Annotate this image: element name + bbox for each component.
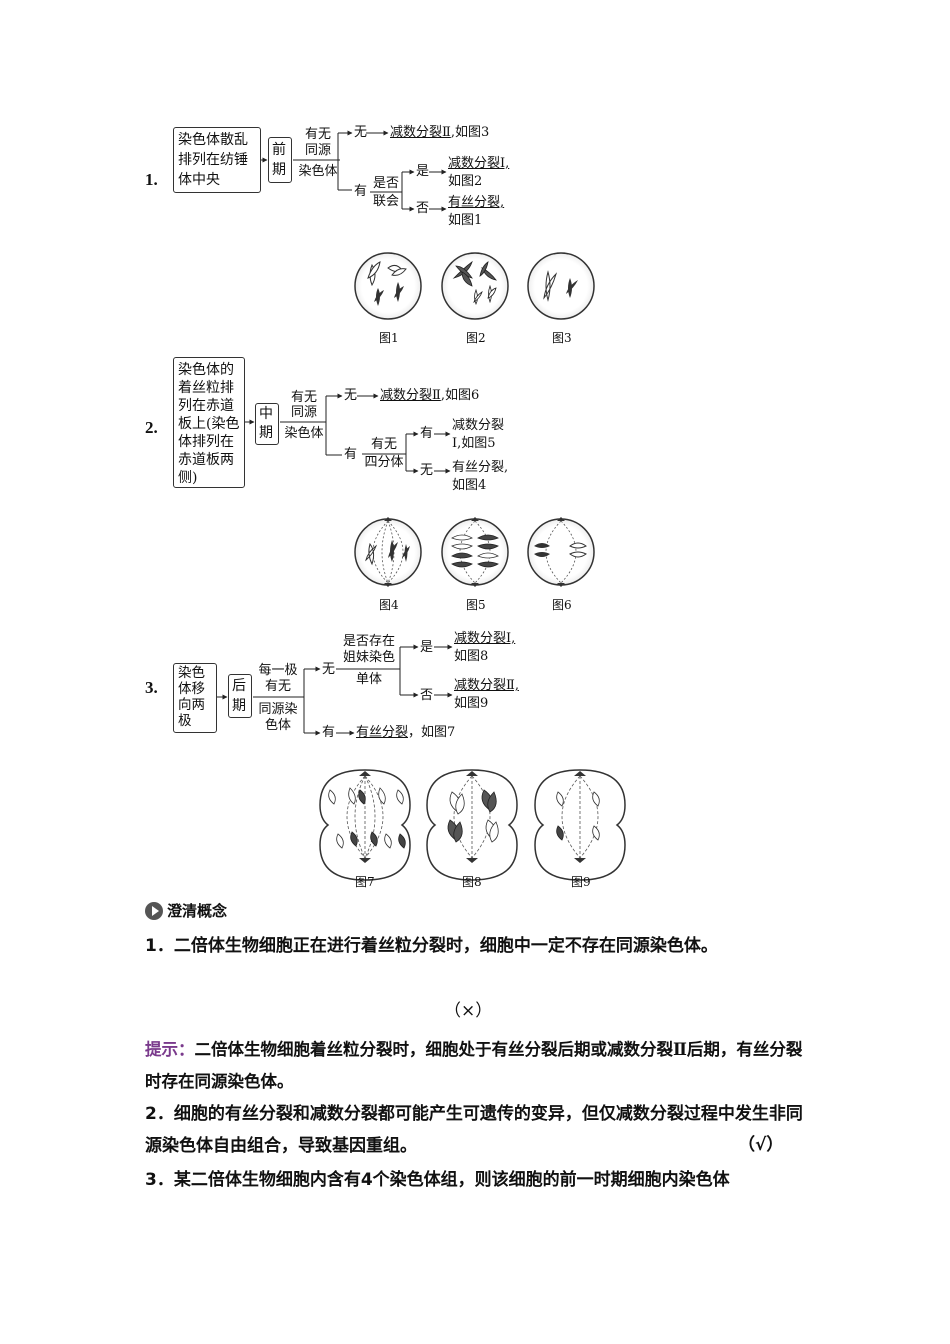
branch-yes: 有 [322,725,336,740]
cell-figure-8 [426,769,518,881]
cell-figure-4 [354,517,422,587]
question2-line-3: 单体 [355,672,382,687]
hint-paragraph: 提示：二倍体生物细胞着丝粒分裂时，细胞处于有丝分裂后期或减数分裂Ⅱ后期，有丝分裂… [145,1034,805,1098]
figure-caption: 图2 [466,331,486,345]
item-number: 1. [145,170,158,189]
feature-box: 染色体移向两极 [173,663,217,733]
phase-box: 后期 [228,674,252,718]
question2-line-2: 四分体 [364,455,404,470]
question-line-1: 有无 [304,127,331,142]
hint-label: 提示： [145,1040,195,1059]
figure-caption: 图5 [466,598,486,612]
question-line-3: 染色体 [298,164,338,179]
cell-figure-1 [354,252,422,320]
question-line-2: 同源 [290,405,317,420]
question2-line-1: 有无 [370,437,397,452]
phase-box: 前期 [268,137,292,183]
figure-caption: 图9 [571,875,591,889]
question-line-4: 色体 [264,718,291,733]
figure-caption: 图1 [379,331,399,345]
question-line-3: 同源染 [258,702,298,717]
result-no: 减数分裂Ⅱ,如图6 [380,388,480,403]
feature-box: 染色体的着丝粒排列在赤道板上(染色体排列在赤道板两侧) [173,357,245,488]
figure-caption: 图4 [379,598,399,612]
question-line-2: 有无 [264,679,291,694]
result-yes2: 减数分裂Ⅰ, [448,156,510,171]
cell-figure-3 [527,252,595,320]
feature-box: 染色体散乱排列在纺锤体中央 [173,127,261,193]
answer-1: （×） [444,1001,493,1021]
figure-caption: 图6 [552,598,572,612]
result-no2: 减数分裂Ⅱ, [454,678,519,693]
hint-text: 二倍体生物细胞着丝粒分裂时，细胞处于有丝分裂后期或减数分裂Ⅱ后期，有丝分裂时存在… [145,1040,803,1091]
item-number: 3. [145,678,158,697]
play-icon [145,901,163,920]
cell-figure-2 [441,252,509,320]
question2-line-2: 联会 [372,194,399,209]
question-2: 2．细胞的有丝分裂和减数分裂都可能产生可遗传的变异，但仅减数分裂过程中发生非同源… [145,1098,805,1162]
item-number: 2. [145,418,158,437]
question-line-3: 染色体 [284,426,324,441]
result-no2-line-1: 有丝分裂, [452,460,509,475]
cell-figure-5 [441,517,509,587]
branch-yes: 有 [354,184,368,199]
result-no2: 有丝分裂, [448,195,505,210]
branch-yes2: 有 [420,426,434,441]
answer-2: （√） [738,1135,784,1155]
section-heading: 澄清概念 [145,900,227,921]
branch-yes2: 是 [416,164,430,179]
branch-no2: 否 [420,688,434,703]
question2-line-1: 是否存在 [342,634,395,649]
result-no2-line-2: 如图4 [452,478,487,493]
question-line-1: 每一极 [258,663,298,678]
branch-no: 无 [344,388,358,403]
branch-no2: 无 [420,463,434,478]
result-yes2-ref: 如图8 [454,649,489,664]
question-line-1: 有无 [290,390,317,405]
result-no: 减数分裂Ⅱ,如图3 [390,125,490,140]
question2-line-2: 姐妹染色 [342,650,395,665]
result-yes: 有丝分裂，如图7 [356,725,456,740]
branch-yes2: 是 [420,640,434,655]
result-yes2: 减数分裂Ⅰ, [454,631,516,646]
cell-figure-9 [534,769,626,881]
phase-box: 中期 [255,403,279,445]
question-line-2: 同源 [304,143,331,158]
branch-no2: 否 [416,201,430,216]
question-2-text: 2．细胞的有丝分裂和减数分裂都可能产生可遗传的变异，但仅减数分裂过程中发生非同源… [145,1104,803,1156]
branch-no: 无 [322,662,336,677]
figure-caption: 图8 [462,875,482,889]
branch-no: 无 [354,125,368,140]
question-3: 3．某二倍体生物细胞内含有4个染色体组，则该细胞的前一时期细胞内染色体 [145,1170,730,1190]
result-yes2-line-2: Ⅰ,如图5 [452,436,496,451]
cell-figure-7 [319,769,411,881]
figure-caption: 图3 [552,331,572,345]
result-no2-ref: 如图1 [448,213,483,228]
diagram-graphics [217,130,626,881]
figure-caption: 图7 [355,875,375,889]
cell-figure-6 [527,517,595,587]
question-1: 1．二倍体生物细胞正在进行着丝粒分裂时，细胞中一定不存在同源染色体。 [145,936,718,956]
result-yes2-line-1: 减数分裂 [452,418,505,433]
branch-yes: 有 [344,447,358,462]
question2-line-1: 是否 [372,176,399,191]
result-no2-ref: 如图9 [454,696,489,711]
result-yes2-ref: 如图2 [448,174,483,189]
section-title: 澄清概念 [167,902,228,920]
